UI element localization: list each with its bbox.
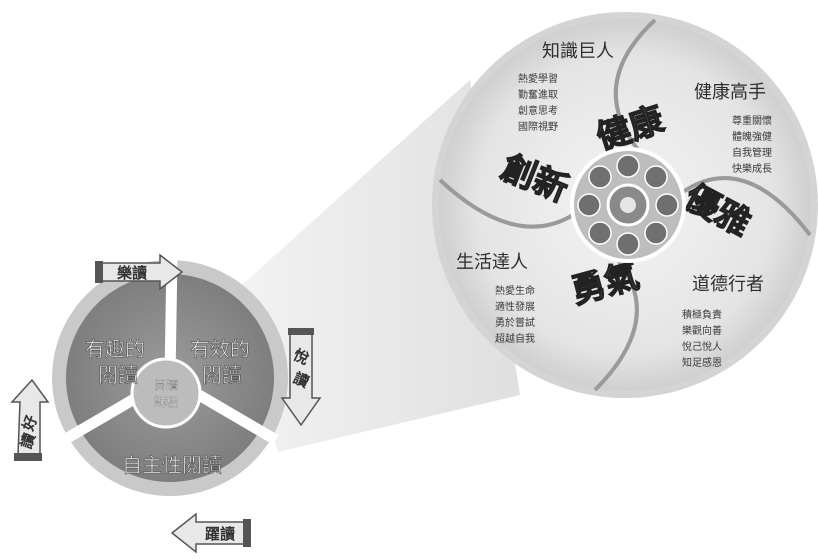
arrow-left-char2: 讀 [17, 431, 39, 451]
core-badge [655, 193, 679, 217]
arrow-right-tail [288, 328, 314, 335]
quadrant-health-item: 尊重關懷 [732, 114, 772, 127]
swirl-knowledge-health [613, 18, 657, 154]
arrow-left-char1: 好 [19, 413, 41, 434]
quadrant-health-item: 快樂成長 [732, 162, 772, 175]
arrow-right-shape [280, 332, 322, 427]
core-badge [577, 193, 601, 217]
arrow-left-shape [10, 378, 50, 456]
inner-core-badges [577, 154, 679, 256]
quadrant-knowledge-item: 熱愛學習 [518, 72, 558, 85]
segment-fun-line1: 有趣的 [85, 337, 145, 361]
arrow-top-shape [99, 253, 184, 291]
arrow-left-tail [14, 453, 42, 461]
segment-effective-line1: 有效的 [190, 337, 250, 361]
segment-fun-line2: 閱讀 [98, 363, 138, 387]
core-badge [616, 232, 640, 256]
quadrant-knowledge-item: 創意思考 [518, 104, 558, 117]
arrow-bottom-shape [170, 512, 246, 554]
quadrant-life-title: 生活達人 [456, 252, 528, 273]
arrow-top: 樂讀 [95, 253, 184, 291]
arrow-right-char1: 悅 [290, 346, 311, 369]
segment-effective-line2: 閱讀 [202, 363, 242, 387]
core-badge [616, 154, 640, 178]
core-label-line1: 閱讀 [154, 378, 178, 392]
swirl-morality-life [593, 258, 639, 392]
quadrant-morality-title: 道德行者 [692, 274, 764, 295]
quadrant-life-item: 超越自我 [495, 332, 535, 345]
arrow-left: 好 讀 [10, 378, 50, 461]
quadrant-morality-item: 悅己悅人 [682, 340, 722, 353]
quadrant-morality-item: 樂觀向善 [682, 324, 722, 337]
arrow-right: 悅 讀 [280, 328, 322, 427]
magnified-circle: 知識巨人 熱愛學習 勤奮進取 創意思考 國際視野 健康高手 尊重關懷 體魄強健 … [432, 12, 818, 398]
core-badge [588, 165, 612, 189]
quadrant-morality-item: 知足感恩 [682, 356, 722, 369]
core-label-line2: 課程 [154, 394, 178, 409]
segment-autonomous: 自主性閱讀 [122, 453, 222, 477]
core-circle [130, 357, 202, 429]
swirl-health-morality [681, 176, 812, 237]
quadrant-health-item: 自我管理 [732, 146, 772, 159]
swirl-life-knowledge [438, 178, 575, 229]
quadrant-life-item: 適性發展 [495, 300, 535, 313]
arrow-top-label: 樂讀 [117, 264, 147, 282]
core-badge [644, 221, 668, 245]
quadrant-health-title: 健康高手 [694, 82, 766, 103]
quadrant-knowledge-item: 勤奮進取 [518, 88, 558, 101]
quadrant-knowledge-title: 知識巨人 [542, 41, 614, 62]
curriculum-wheel: 閱讀 課程 有趣的 閱讀 有效的 閱讀 自主性閱讀 [52, 255, 288, 496]
core-badge [644, 165, 668, 189]
core-center-dot [620, 197, 636, 213]
arrow-bottom: 躍讀 [170, 512, 251, 554]
quadrant-life-item: 勇於嘗試 [495, 316, 535, 329]
quadrant-life-item: 熱愛生命 [495, 284, 535, 297]
arrow-bottom-label: 躍讀 [205, 525, 235, 543]
quadrant-knowledge-item: 國際視野 [518, 120, 558, 133]
quadrant-morality-item: 積極負責 [682, 308, 722, 321]
arrow-bottom-tail [243, 519, 251, 547]
core-badge [588, 221, 612, 245]
quadrant-health-item: 體魄強健 [732, 130, 772, 143]
arrow-top-tail [95, 261, 103, 283]
arrow-right-char2: 讀 [290, 369, 311, 392]
